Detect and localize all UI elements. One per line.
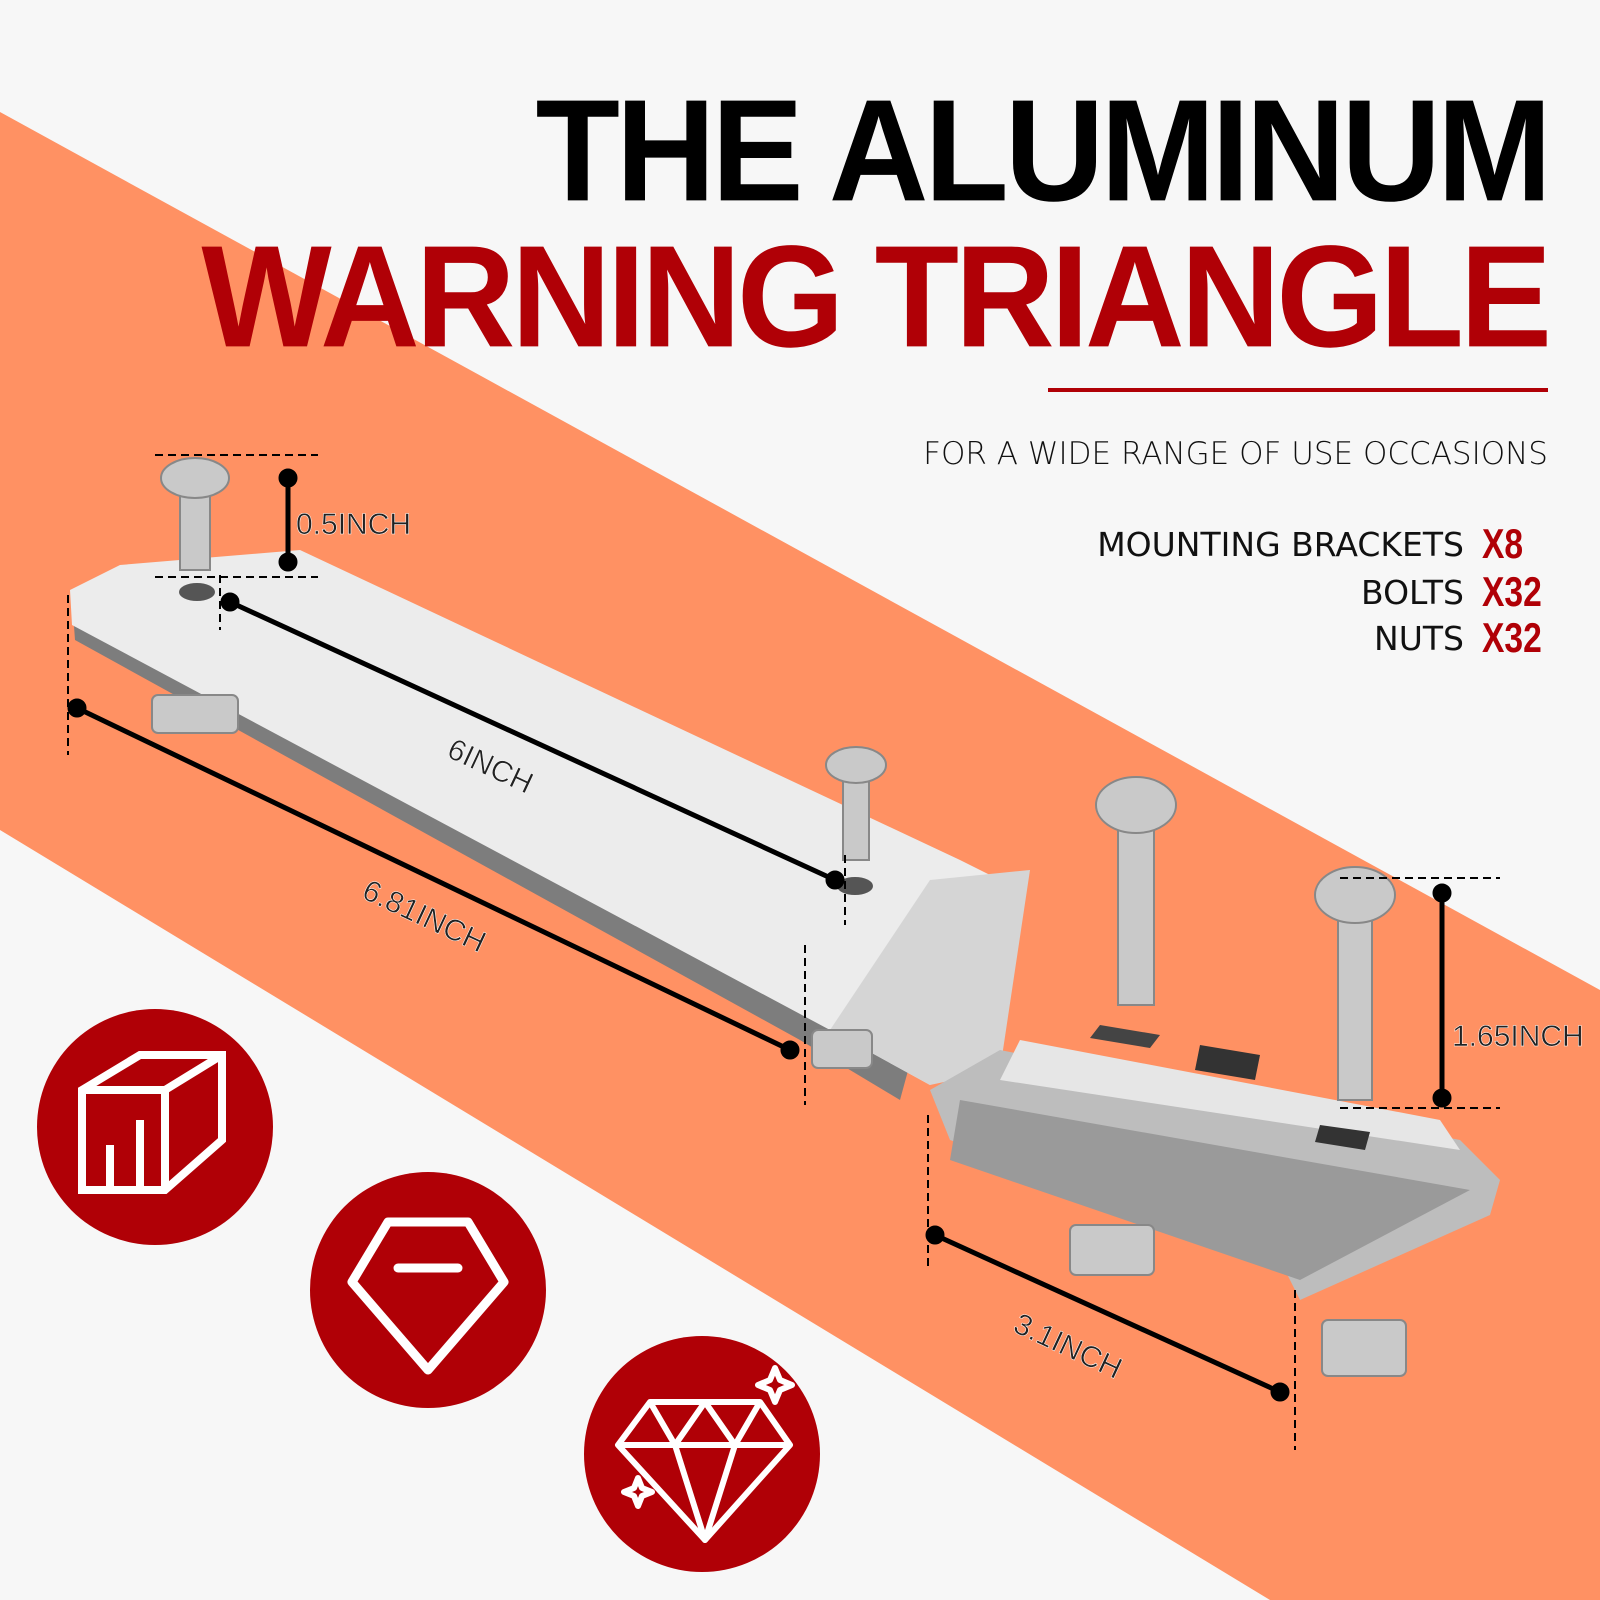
divider [1048, 388, 1548, 392]
diamond-minus-icon [310, 1172, 546, 1408]
kit-label: NUTS [1374, 618, 1464, 658]
dimension-lines [67, 468, 1452, 1402]
bolts [151, 457, 1407, 1377]
kit-item: BOLTS X32 [1361, 568, 1548, 616]
kit-qty: X32 [1482, 568, 1542, 615]
dim-bolt-height: 0.5INCH [296, 508, 412, 542]
sparkling-diamond-icon [584, 1336, 820, 1572]
kit-qty: X8 [1482, 520, 1524, 567]
subtitle: FOR A WIDE RANGE OF USE OCCASIONS [923, 436, 1548, 472]
guide-lines [67, 454, 1500, 1450]
kit-label: MOUNTING BRACKETS [1097, 524, 1464, 564]
feature-icons [37, 1009, 820, 1572]
kit-item: MOUNTING BRACKETS X8 [1097, 520, 1548, 568]
bracket-plate [70, 550, 1500, 1300]
headline-line2: WARNING TRIANGLE [201, 216, 1552, 378]
kit-label: BOLTS [1361, 572, 1464, 612]
aluminum-profile-icon [37, 1009, 273, 1245]
kit-item: NUTS X32 [1374, 614, 1548, 662]
headline-line1: THE ALUMINUM [535, 70, 1552, 232]
dim-carriage-bolt: 1.65INCH [1452, 1020, 1584, 1054]
kit-qty: X32 [1482, 614, 1542, 661]
